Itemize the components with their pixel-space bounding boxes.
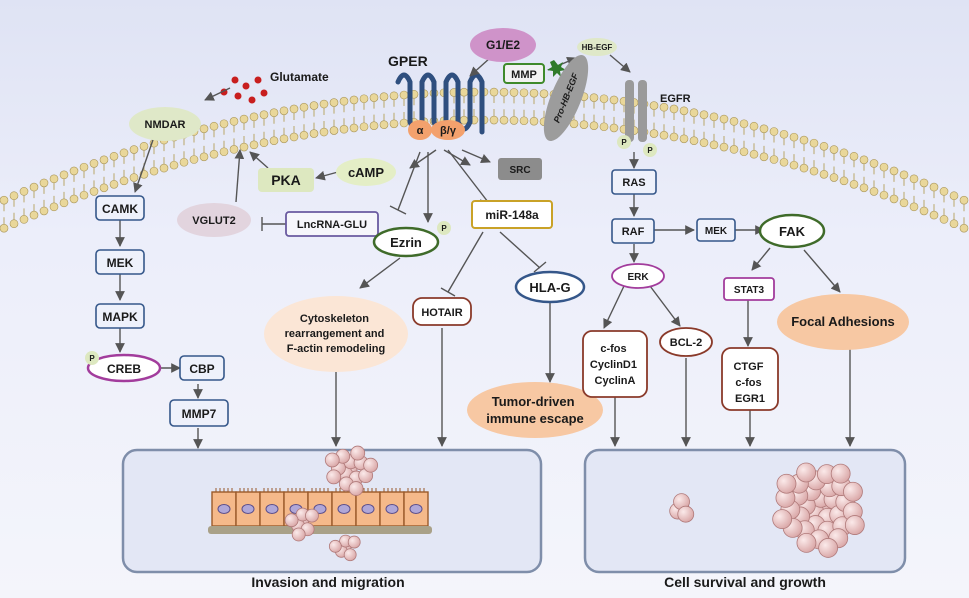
camp-label: cAMP xyxy=(348,165,384,180)
hlag-label: HLA-G xyxy=(529,280,570,295)
ras-box xyxy=(611,169,657,195)
gper-label: GPER xyxy=(388,53,428,69)
stat3-label: STAT3 xyxy=(734,285,765,296)
mek-right-box xyxy=(696,218,736,242)
ctgf-box xyxy=(721,347,779,411)
mek-left-label: MEK xyxy=(107,256,134,270)
phospho-label: P xyxy=(89,354,95,363)
g1e2-label: G1/E2 xyxy=(486,38,520,52)
raf-label: RAF xyxy=(622,226,645,238)
creb-label: CREB xyxy=(107,362,141,376)
camp-node xyxy=(336,158,396,186)
cbp-box xyxy=(179,355,225,381)
phospho-markers xyxy=(85,135,657,365)
pro-hb-egf-shape xyxy=(543,54,589,142)
vglut2-label: VGLUT2 xyxy=(192,215,235,227)
mmp7-label: MMP7 xyxy=(182,407,217,421)
erk-label: ERK xyxy=(627,272,649,283)
mapk-label: MAPK xyxy=(102,310,138,324)
cyclins-label: c-fos CyclinD1 CyclinA xyxy=(590,343,640,387)
egfr-receptor-icon xyxy=(625,80,634,142)
g-betagamma-subunit xyxy=(431,120,465,140)
creb-node xyxy=(86,353,162,383)
egfr-receptor-icon xyxy=(638,80,647,142)
erk-node xyxy=(611,263,665,289)
camk-label: CAMK xyxy=(102,202,138,216)
src-label: SRC xyxy=(509,165,530,176)
fak-label: FAK xyxy=(779,224,806,239)
survival-caption: Cell survival and growth xyxy=(664,574,826,590)
cyclins-box xyxy=(582,330,648,398)
bcl2-node xyxy=(659,327,713,357)
fak-node xyxy=(758,213,826,249)
phospho-label: P xyxy=(621,138,627,147)
egfr-label: EGFR xyxy=(660,93,691,105)
mmp-label: MMP xyxy=(511,69,537,81)
mir148a-box xyxy=(471,200,553,229)
nmdar-receptor xyxy=(129,107,201,141)
vglut2-node xyxy=(177,203,251,237)
alpha-label: α xyxy=(417,125,424,137)
cytoskeleton-label: Cytoskeleton rearrangement and F-actin r… xyxy=(285,313,388,355)
lncrna-label: LncRNA-GLU xyxy=(297,219,367,231)
immune-escape-label: Tumor-driven immune escape xyxy=(486,394,584,426)
focal-bubble xyxy=(777,294,909,350)
invasion-caption: Invasion and migration xyxy=(251,574,404,590)
g1e2-ligand xyxy=(470,28,536,62)
raf-box xyxy=(611,218,655,244)
mmp-box xyxy=(503,63,545,84)
epithelium-icon xyxy=(208,488,432,534)
glutamate-molecules-icon xyxy=(220,76,268,104)
hotair-label: HOTAIR xyxy=(421,307,462,319)
immune-bubble xyxy=(467,382,603,438)
pka-label: PKA xyxy=(271,172,301,188)
hb-egf-ligand xyxy=(577,38,617,56)
glutamate-label: Glutamate xyxy=(270,70,329,84)
ezrin-label: Ezrin xyxy=(390,235,422,250)
mek-right-label: MEK xyxy=(705,226,728,237)
camk-box xyxy=(95,195,145,221)
ctgf-label: CTGF c-fos EGR1 xyxy=(733,361,766,405)
mapk-box xyxy=(95,303,145,329)
mmp7-box xyxy=(169,399,229,427)
tumor-cluster-icon xyxy=(284,445,865,562)
cleavage-star-icon xyxy=(547,60,566,77)
lncrna-box xyxy=(285,211,379,237)
nmdar-label: NMDAR xyxy=(145,119,186,131)
focal-adhesions-label: Focal Adhesions xyxy=(791,314,895,329)
phospho-label: P xyxy=(647,146,653,155)
g-alpha-subunit xyxy=(408,120,432,140)
phospho-label: P xyxy=(441,224,447,233)
pka-box xyxy=(258,168,314,192)
hlag-node xyxy=(514,270,586,304)
cytoskeleton-bubble xyxy=(264,296,408,372)
mek-left-box xyxy=(95,249,145,275)
cbp-label: CBP xyxy=(189,362,214,376)
src-box xyxy=(498,158,542,180)
hotair-box xyxy=(412,297,472,326)
hb-egf-label: HB-EGF xyxy=(582,43,613,52)
ezrin-node xyxy=(372,226,440,258)
mir148a-label: miR-148a xyxy=(485,208,539,222)
stat3-box xyxy=(723,277,775,301)
ras-label: RAS xyxy=(622,177,645,189)
pathway-arrows xyxy=(115,54,855,514)
bcl2-label: BCL-2 xyxy=(670,337,702,349)
betagamma-label: β/γ xyxy=(440,125,457,137)
